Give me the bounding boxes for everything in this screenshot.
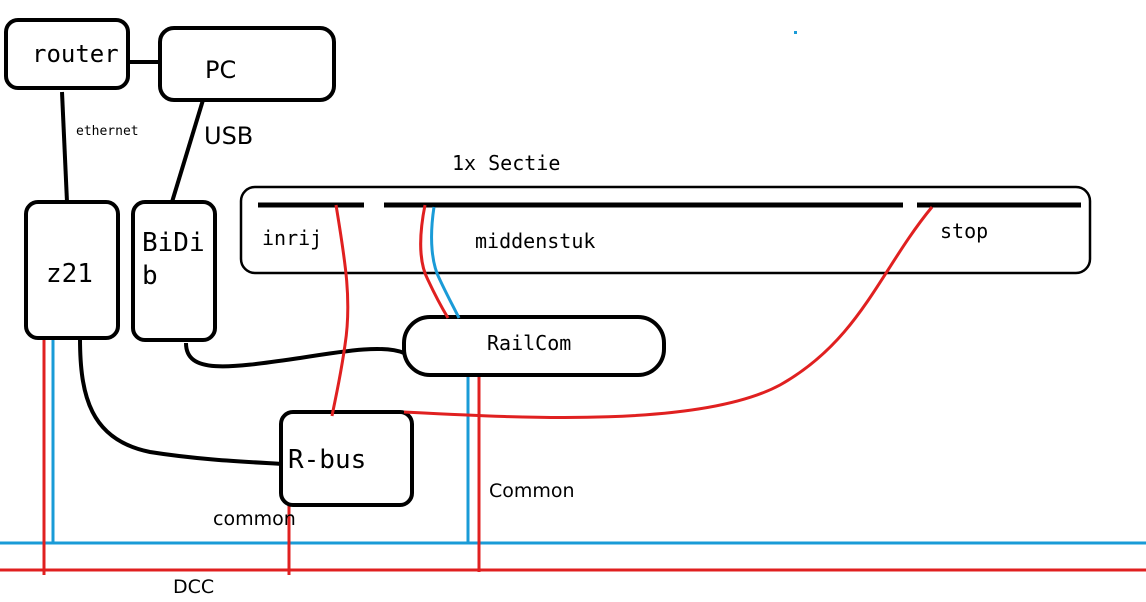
bidib-label-line2: b: [142, 261, 158, 291]
pc-box: [158, 26, 336, 102]
common-rbus-label: common: [213, 508, 296, 530]
ethernet-label: ethernet: [76, 124, 139, 139]
inrij-feeder-wire: [330, 204, 350, 417]
middenstuk-feeder-red: [419, 204, 450, 319]
router-label: router: [32, 40, 119, 68]
railcom-box: [402, 315, 666, 377]
bidib-railcom-link: [184, 342, 405, 369]
common-railcom-label: Common: [489, 480, 575, 502]
z21-rbus-link: [78, 337, 284, 466]
railcom-label: RailCom: [487, 331, 571, 355]
section-title: 1x Sectie: [452, 151, 560, 175]
bidib-box: [131, 200, 217, 342]
rbus-label: R-bus: [288, 445, 366, 475]
inrij-label: inrij: [262, 226, 322, 250]
rbus-box: [279, 410, 414, 507]
usb-label: USB: [204, 122, 253, 150]
z21-label: z21: [46, 259, 93, 289]
stop-label: stop: [940, 219, 988, 243]
router-box: [4, 18, 130, 90]
stop-feeder-wire: [403, 206, 934, 419]
bidib-label-line1: BiDi: [142, 228, 205, 258]
usb-link: [170, 99, 205, 203]
section-box: [239, 185, 1092, 275]
dcc-label: DCC: [173, 576, 214, 598]
middenstuk-feeder-blue: [430, 206, 461, 319]
middenstuk-label: middenstuk: [475, 229, 595, 253]
pc-label: PC: [205, 56, 236, 84]
stray-dot: [794, 31, 797, 34]
z21-box: [24, 200, 120, 340]
ethernet-link: [60, 91, 69, 203]
